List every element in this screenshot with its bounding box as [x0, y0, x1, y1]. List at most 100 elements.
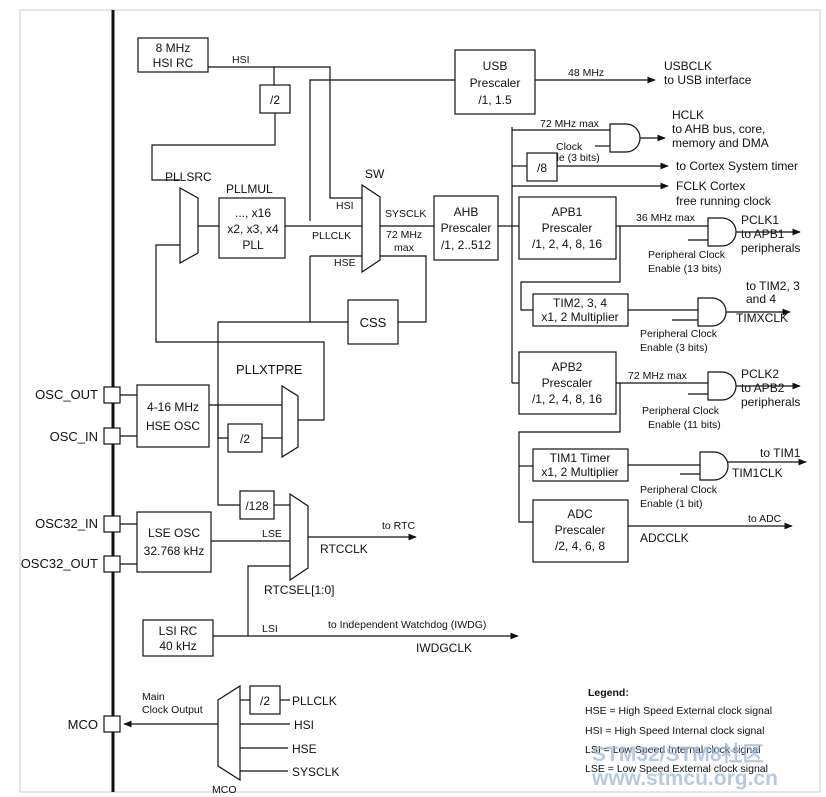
svg-text:Prescaler: Prescaler: [555, 523, 606, 537]
svg-text:/2: /2: [240, 432, 250, 446]
to-rtc-label: to RTC: [382, 520, 415, 532]
tim234-enable-bits: Enable (3 bits): [640, 342, 708, 354]
svg-text:APB2: APB2: [552, 360, 583, 374]
fclk-label: FCLK Cortex: [676, 179, 745, 193]
svg-text:OSC32_OUT: OSC32_OUT: [21, 556, 98, 571]
svg-text:CSS: CSS: [360, 315, 387, 330]
pin-osc32-in: OSC32_IN: [35, 515, 121, 533]
timxclk-label: TIMXCLK: [736, 311, 788, 325]
pin-osc-out: OSC_OUT: [35, 386, 121, 404]
svg-text:MCO: MCO: [68, 717, 98, 732]
mco-pllclk-label: PLLCLK: [292, 694, 337, 708]
svg-text:/1, 2, 4, 8, 16: /1, 2, 4, 8, 16: [532, 392, 602, 406]
pin-osc32-out: OSC32_OUT: [21, 555, 121, 573]
tim234-enable-label: Peripheral Clock: [640, 328, 718, 340]
svg-text:x1, 2 Multiplier: x1, 2 Multiplier: [541, 465, 618, 479]
adcclk-label: ADCCLK: [640, 531, 689, 545]
tim1clk-label: TIM1CLK: [732, 466, 783, 480]
svg-text:AHB: AHB: [454, 205, 479, 219]
svg-text:/2: /2: [260, 694, 270, 708]
usb-prescaler-block: USB Prescaler /1, 1.5: [454, 49, 536, 115]
apb2-max-label: 72 MHz max: [628, 370, 688, 382]
pll-block: ..., x16 x2, x3, x4 PLL: [218, 197, 286, 259]
svg-text:/1, 2..512: /1, 2..512: [441, 238, 491, 252]
svg-text:/2, 4, 6, 8: /2, 4, 6, 8: [555, 539, 605, 553]
to-iwdg-label: to Independent Watchdog (IWDG): [328, 619, 486, 631]
pclk2-desc-1: to APB2: [741, 381, 785, 395]
svg-text:HSE OSC: HSE OSC: [146, 419, 200, 433]
pclk2-enable-bits: Enable (11 bits): [648, 419, 721, 431]
hclk-desc-1: to AHB bus, core,: [672, 122, 765, 136]
svg-text:x2, x3, x4: x2, x3, x4: [227, 222, 279, 236]
pll-to-usb-line: [309, 79, 455, 221]
apb1-to-tim234: [520, 226, 621, 311]
mco-out-label: Main: [142, 691, 165, 703]
legend-item: LSE = Low Speed External clock signal: [585, 763, 768, 775]
sw-label: SW: [365, 167, 385, 181]
pclk2-enable-label: Peripheral Clock: [642, 405, 720, 417]
hsi-line: [208, 66, 362, 199]
hsi-rc-block: 8 MHz HSI RC: [137, 37, 209, 73]
mco-hse-label: HSE: [292, 742, 317, 756]
apb1-prescaler-block: APB1 Prescaler /1, 2, 4, 8, 16: [518, 196, 617, 260]
pclk1-enable-bits: Enable (13 bits): [648, 263, 722, 275]
svg-text:TIM1 Timer: TIM1 Timer: [550, 451, 611, 465]
div2-mco-block: /2: [249, 685, 281, 715]
sysclk-label: SYSCLK: [385, 208, 426, 220]
sys-max-label-2: max: [394, 242, 415, 254]
pclk1-desc-1: to APB1: [741, 227, 785, 241]
svg-text:APB1: APB1: [552, 205, 583, 219]
svg-text:32.768 kHz: 32.768 kHz: [144, 544, 205, 558]
to-adc-label: to ADC: [748, 513, 782, 525]
fclk-desc: free running clock: [676, 194, 772, 208]
mco-sysclk-label: SYSCLK: [292, 765, 339, 779]
css-block: CSS: [347, 299, 399, 345]
sw-hsi-label: HSI: [336, 200, 354, 212]
legend-item: LSI = Low Speed Internal clock signal: [585, 744, 760, 756]
svg-text:Prescaler: Prescaler: [470, 76, 521, 90]
pllsrc-mux: [179, 186, 199, 265]
pllxtpre-to-pllsrc: [155, 244, 218, 343]
iwdgclk-label: IWDGCLK: [416, 641, 472, 655]
svg-text:40 kHz: 40 kHz: [159, 639, 196, 653]
pin-mco: MCO: [68, 715, 121, 733]
svg-text:ADC: ADC: [567, 507, 593, 521]
svg-text:OSC_OUT: OSC_OUT: [35, 387, 98, 402]
sys-max-label: 72 MHz: [386, 229, 422, 241]
svg-text:/8: /8: [537, 161, 547, 175]
tim1-label: to TIM1: [760, 446, 801, 460]
usbclk-desc: to USB interface: [664, 73, 752, 87]
sw-hse-label: HSE: [334, 257, 356, 269]
svg-text:LSI RC: LSI RC: [159, 624, 198, 638]
hse-to-div128: [217, 322, 240, 506]
tim234-label-2: and 4: [746, 292, 776, 306]
pclk2-and-gate: [707, 371, 737, 401]
mco-out-desc: Clock Output: [142, 704, 203, 716]
svg-text:PLL: PLL: [242, 238, 264, 252]
pclk2-desc-2: peripherals: [741, 395, 800, 409]
pllxtpre-mux: [281, 384, 299, 459]
cortex-timer-label: to Cortex System timer: [676, 159, 798, 173]
hclk-label: HCLK: [672, 108, 704, 122]
legend-title: Legend:: [588, 687, 629, 699]
svg-text:USB: USB: [483, 59, 508, 73]
ahb-prescaler-block: AHB Prescaler /1, 2..512: [433, 195, 499, 261]
hse-osc-block: 4-16 MHz HSE OSC: [136, 384, 210, 448]
ahb-max-label: 72 MHz max: [540, 118, 600, 130]
frame: [19, 9, 821, 793]
tim1-and-gate: [699, 451, 729, 481]
div2-hse-block: /2: [227, 423, 263, 453]
lse-label: LSE: [262, 528, 282, 540]
div128-block: /128: [239, 490, 275, 520]
hse-to-div2: [217, 405, 228, 439]
watermark-url: www.stmcu.org.cn: [591, 767, 778, 790]
svg-text:/128: /128: [245, 499, 269, 513]
pllclk-label: PLLCLK: [312, 230, 351, 242]
pclk2-label: PCLK2: [741, 367, 779, 381]
adc-prescaler-block: ADC Prescaler /2, 4, 6, 8: [532, 499, 629, 563]
rtcsel-label: RTCSEL[1:0]: [264, 583, 334, 597]
svg-text:/1, 1.5: /1, 1.5: [478, 93, 512, 107]
usb-freq-label: 48 MHz: [568, 67, 604, 79]
hclk-desc-2: memory and DMA: [672, 136, 769, 150]
svg-text:4-16 MHz: 4-16 MHz: [147, 400, 199, 414]
